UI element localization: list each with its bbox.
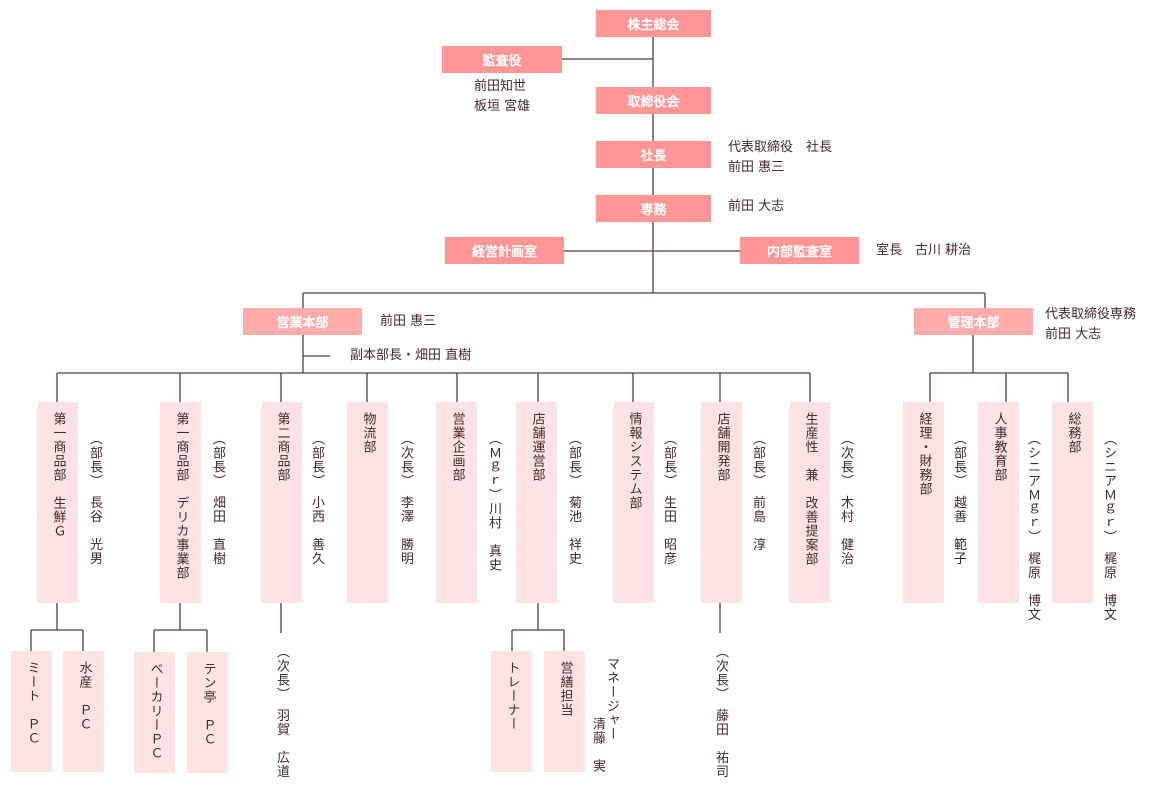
dept-head: （部長） 前島 淳 — [750, 432, 765, 552]
planning-office-box: 経営計画室 — [445, 237, 564, 264]
auditor-name-1: 前田知世 — [474, 79, 527, 94]
auditor-name-2: 板垣 宮雄 — [474, 99, 531, 114]
dept-label: 人事教育部 — [991, 412, 1007, 482]
dept-box: 情報システム部 — [613, 402, 654, 603]
internal-audit-head: 室長 古川 耕治 — [876, 243, 972, 258]
dept-head: （部長） 生田 昭彦 — [661, 432, 676, 566]
sub-unit-box: 営繕担当 — [544, 651, 585, 772]
dept-box: 営業企画部 — [436, 402, 477, 603]
senmu-box: 専務 — [596, 195, 711, 222]
board-box: 取締役会 — [596, 87, 711, 114]
admin-head-title: 代表取締役専務 — [1045, 307, 1137, 322]
dept-head: （部長） 畑田 直樹 — [210, 432, 225, 566]
dept-head: （シニアＭｇｒ） 梶原 博文 — [1101, 432, 1116, 622]
dept-head: （部長） 小西 善久 — [309, 432, 324, 566]
auditor-box: 監査役 — [442, 46, 562, 73]
dept-label: 生産性 兼 改善提案部 — [802, 412, 818, 566]
dept-box: 物流部 — [347, 402, 388, 603]
dept-head: （部長） 長谷 光男 — [87, 432, 102, 566]
president-box: 社長 — [596, 141, 711, 168]
manager-name: 清藤 実 — [590, 717, 605, 773]
dept-box: 生産性 兼 改善提案部 — [789, 402, 830, 603]
sub-unit-box: ミート ＰＣ — [11, 651, 52, 772]
sub-unit-label: 水産 ＰＣ — [76, 661, 92, 731]
senmu-name: 前田 大志 — [728, 199, 785, 214]
dept-label: 情報システム部 — [626, 412, 642, 510]
dept-label: 店舗運営部 — [529, 412, 545, 482]
dept-head: （Ｍｇｒ）川村 真史 — [486, 432, 501, 572]
admin-head-name: 前田 大志 — [1045, 327, 1102, 342]
sales-division-head: 前田 惠三 — [380, 314, 437, 329]
dept-label: 経理・財務部 — [916, 412, 932, 496]
sub-unit-box: トレーナー — [491, 651, 532, 772]
dept-label: 第一商品部 デリカ事業部 — [173, 412, 189, 580]
sub-unit-label: ベーカリーＰＣ — [147, 662, 163, 760]
dept-box: 第一商品部 生鮮Ｇ — [37, 402, 78, 603]
dept-label: 営業企画部 — [449, 412, 465, 482]
sub-unit-box: テン亭 ＰＣ — [187, 652, 228, 773]
dept-label: 店舗開発部 — [714, 412, 730, 482]
dev-sub-head: （次長） 藤田 祐司 — [713, 645, 728, 779]
dept-label: 第二商品部 — [274, 412, 290, 482]
dept-box: 店舗開発部 — [701, 402, 742, 603]
dept-head: （シニアＭｇｒ） 梶原 博文 — [1025, 432, 1040, 622]
president-title: 代表取締役 社長 — [728, 140, 833, 155]
sub-unit-label: テン亭 ＰＣ — [200, 662, 216, 746]
dept-box: 人事教育部 — [978, 402, 1019, 603]
dept-box: 経理・財務部 — [903, 402, 944, 603]
manager-title: マネージャー — [604, 657, 619, 741]
sales-division-box: 営業本部 — [243, 308, 362, 335]
dept-box: 店舗運営部 — [516, 402, 557, 603]
dept-box: 総務部 — [1052, 402, 1093, 603]
dept-label: 第一商品部 生鮮Ｇ — [50, 412, 66, 538]
dept-head: （次長） 木村 健治 — [838, 432, 853, 566]
dept-label: 総務部 — [1065, 412, 1081, 454]
internal-audit-box: 内部監査室 — [740, 237, 859, 264]
sub-unit-label: トレーナー — [504, 661, 520, 731]
sales-deputy: 副本部長・畑田 直樹 — [350, 348, 472, 363]
dept-head: （部長） 越善 範子 — [951, 432, 966, 566]
sub-unit-box: 水産 ＰＣ — [63, 651, 104, 772]
president-name: 前田 惠三 — [728, 160, 785, 175]
dept2-sub-head: （次長） 羽賀 広道 — [274, 645, 289, 779]
admin-division-box: 管理本部 — [914, 308, 1033, 335]
dept-head: （次長） 李澤 勝明 — [398, 432, 413, 566]
sub-unit-box: ベーカリーＰＣ — [134, 652, 175, 773]
dept-box: 第二商品部 — [261, 402, 302, 603]
dept-label: 物流部 — [360, 412, 376, 454]
dept-head: （部長） 菊池 祥史 — [566, 432, 581, 566]
sub-unit-label: ミート ＰＣ — [24, 661, 40, 745]
shareholders-meeting-box: 株主総会 — [596, 10, 711, 37]
sub-unit-label: 営繕担当 — [557, 661, 573, 717]
dept-box: 第一商品部 デリカ事業部 — [160, 402, 201, 603]
